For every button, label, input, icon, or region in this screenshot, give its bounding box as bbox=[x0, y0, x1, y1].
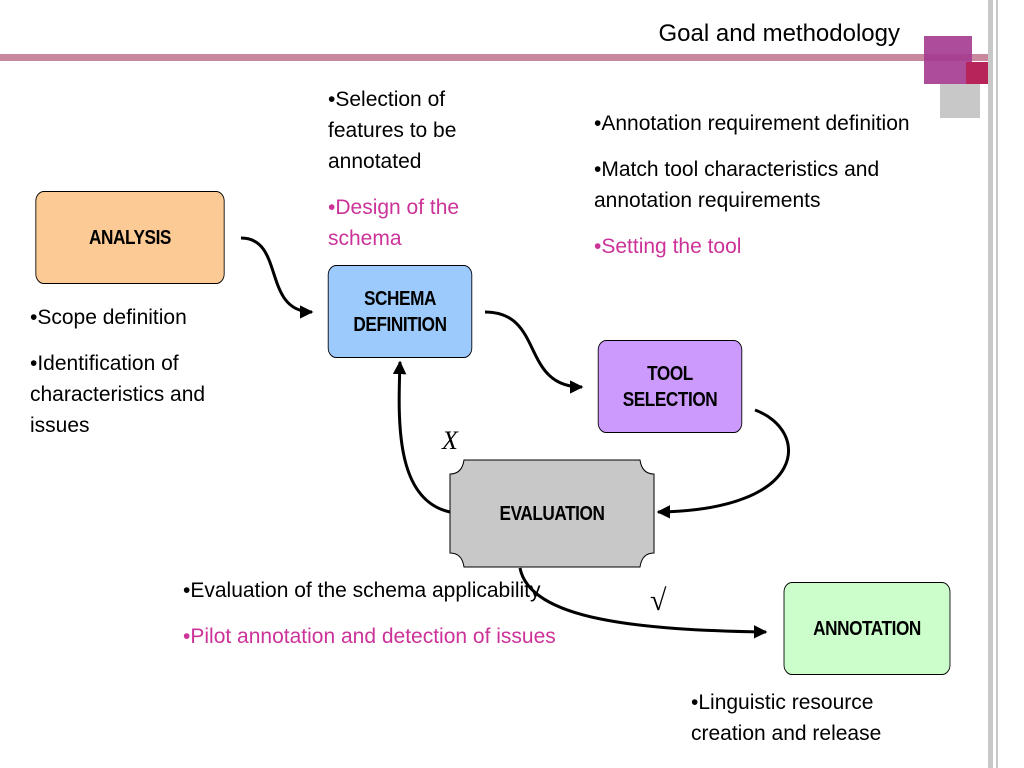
decor-square-gray bbox=[940, 84, 980, 118]
arrow-evaluation-to-annotation bbox=[518, 567, 768, 639]
arrow-analysis-to-schema bbox=[240, 236, 314, 319]
schema-box-label-line1: SCHEMA bbox=[364, 287, 436, 310]
tool-note: •Match tool characteristics and annotati… bbox=[594, 158, 880, 212]
evaluation-box: EVALUATION bbox=[464, 460, 639, 567]
evaluation-note-highlight: •Pilot annotation and detection of issue… bbox=[183, 625, 556, 648]
right-border-bar-thin bbox=[996, 0, 998, 768]
schema-note-highlight: •Design of the schema bbox=[328, 196, 460, 250]
tool-box-label-line1: TOOL bbox=[647, 362, 693, 385]
right-border-bar bbox=[988, 0, 993, 768]
annotation-notes: •Linguistic resource creation and releas… bbox=[691, 687, 941, 764]
annotation-box-label: ANNOTATION bbox=[813, 617, 921, 640]
arrow-schema-to-tool bbox=[484, 310, 584, 394]
schema-note: •Selection of features to be annotated bbox=[328, 88, 457, 173]
analysis-box: ANALYSIS bbox=[35, 191, 225, 284]
decor-square-red bbox=[966, 62, 988, 84]
annotation-note: •Linguistic resource creation and releas… bbox=[691, 691, 882, 745]
evaluation-note: •Evaluation of the schema applicability bbox=[183, 579, 541, 602]
analysis-note: •Identification of characteristics and i… bbox=[30, 352, 206, 437]
arrow-evaluation-to-schema bbox=[392, 360, 451, 514]
tool-selection-box: TOOL SELECTION bbox=[597, 340, 743, 433]
title-underline bbox=[0, 54, 990, 61]
tool-notes: •Annotation requirement definition •Matc… bbox=[594, 108, 914, 277]
annotation-box: ANNOTATION bbox=[783, 582, 951, 675]
arrow-tool-to-evaluation bbox=[656, 408, 791, 519]
analysis-notes: •Scope definition •Identification of cha… bbox=[30, 302, 250, 456]
schema-definition-box: SCHEMA DEFINITION bbox=[327, 265, 473, 358]
evaluation-notes: •Evaluation of the schema applicability … bbox=[183, 575, 583, 667]
reject-mark: X bbox=[442, 426, 458, 455]
evaluation-box-shape bbox=[449, 459, 655, 568]
decor-square-purple bbox=[924, 36, 972, 84]
analysis-box-label: ANALYSIS bbox=[89, 226, 171, 249]
analysis-note: •Scope definition bbox=[30, 306, 187, 329]
tool-box-label-line2: SELECTION bbox=[622, 388, 718, 411]
schema-box-label-line2: DEFINITION bbox=[353, 313, 447, 336]
tool-note: •Annotation requirement definition bbox=[594, 112, 910, 135]
evaluation-box-label: EVALUATION bbox=[499, 502, 605, 525]
schema-notes: •Selection of features to be annotated •… bbox=[328, 84, 518, 269]
tool-note-highlight: •Setting the tool bbox=[594, 235, 742, 258]
accept-mark: √ bbox=[650, 584, 667, 617]
slide-title: Goal and methodology bbox=[658, 20, 901, 47]
